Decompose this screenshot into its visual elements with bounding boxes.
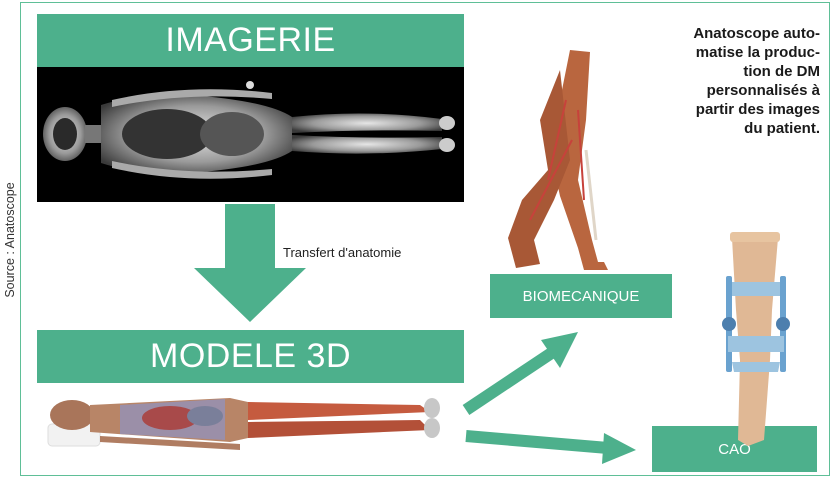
knee-orthosis-image: [722, 232, 790, 446]
body-3d-model-image: [48, 398, 440, 450]
arrow-to-biomechanics: [466, 332, 578, 410]
down-arrow: [194, 204, 306, 322]
biomechanics-leg-image: [508, 50, 608, 270]
arrow-to-cad: [466, 433, 636, 464]
